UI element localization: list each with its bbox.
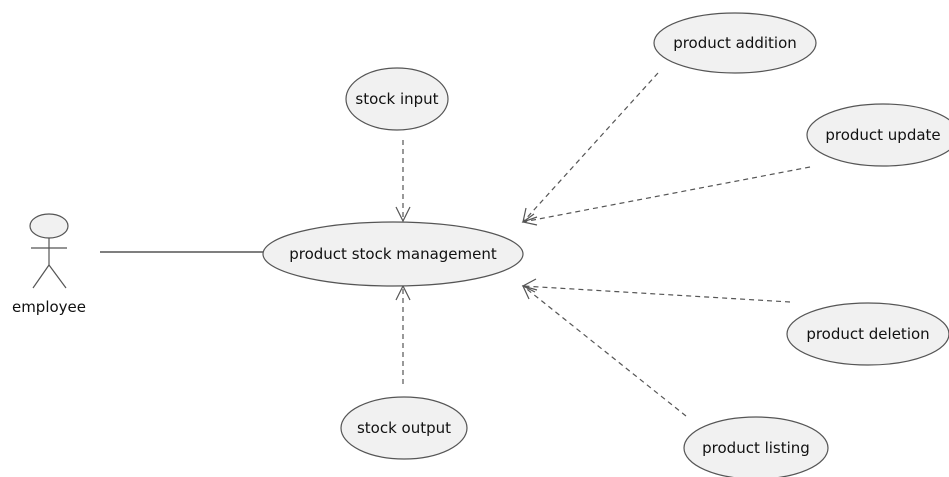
use-case-stock-input: stock input xyxy=(345,67,449,131)
use-case-product-addition: product addition xyxy=(653,12,817,74)
dependency-product-deletion xyxy=(521,278,791,303)
svg-text:product deletion: product deletion xyxy=(806,325,929,343)
actor-left-leg xyxy=(32,264,50,289)
svg-text:product addition: product addition xyxy=(673,34,797,52)
svg-text:product update: product update xyxy=(825,126,940,144)
actor-right-leg xyxy=(48,264,67,289)
svg-text:product listing: product listing xyxy=(702,439,810,457)
use-case-product-deletion: product deletion xyxy=(786,302,949,366)
use-case-stock-output: stock output xyxy=(340,396,468,460)
use-case-product-stock-management: product stock management xyxy=(262,221,524,287)
dependency-stock-output xyxy=(395,284,411,384)
dependency-product-listing xyxy=(521,285,687,417)
svg-text:stock output: stock output xyxy=(357,419,451,437)
use-case-product-update: product update xyxy=(806,103,949,167)
actor-employee: employee xyxy=(12,213,86,316)
actor-head xyxy=(29,213,69,239)
dependency-stock-input xyxy=(395,140,411,223)
svg-text:product stock management: product stock management xyxy=(289,245,497,263)
actor-label: employee xyxy=(12,298,86,316)
svg-text:stock input: stock input xyxy=(355,90,438,108)
dependency-product-update xyxy=(521,166,811,226)
use-case-product-listing: product listing xyxy=(683,416,829,477)
